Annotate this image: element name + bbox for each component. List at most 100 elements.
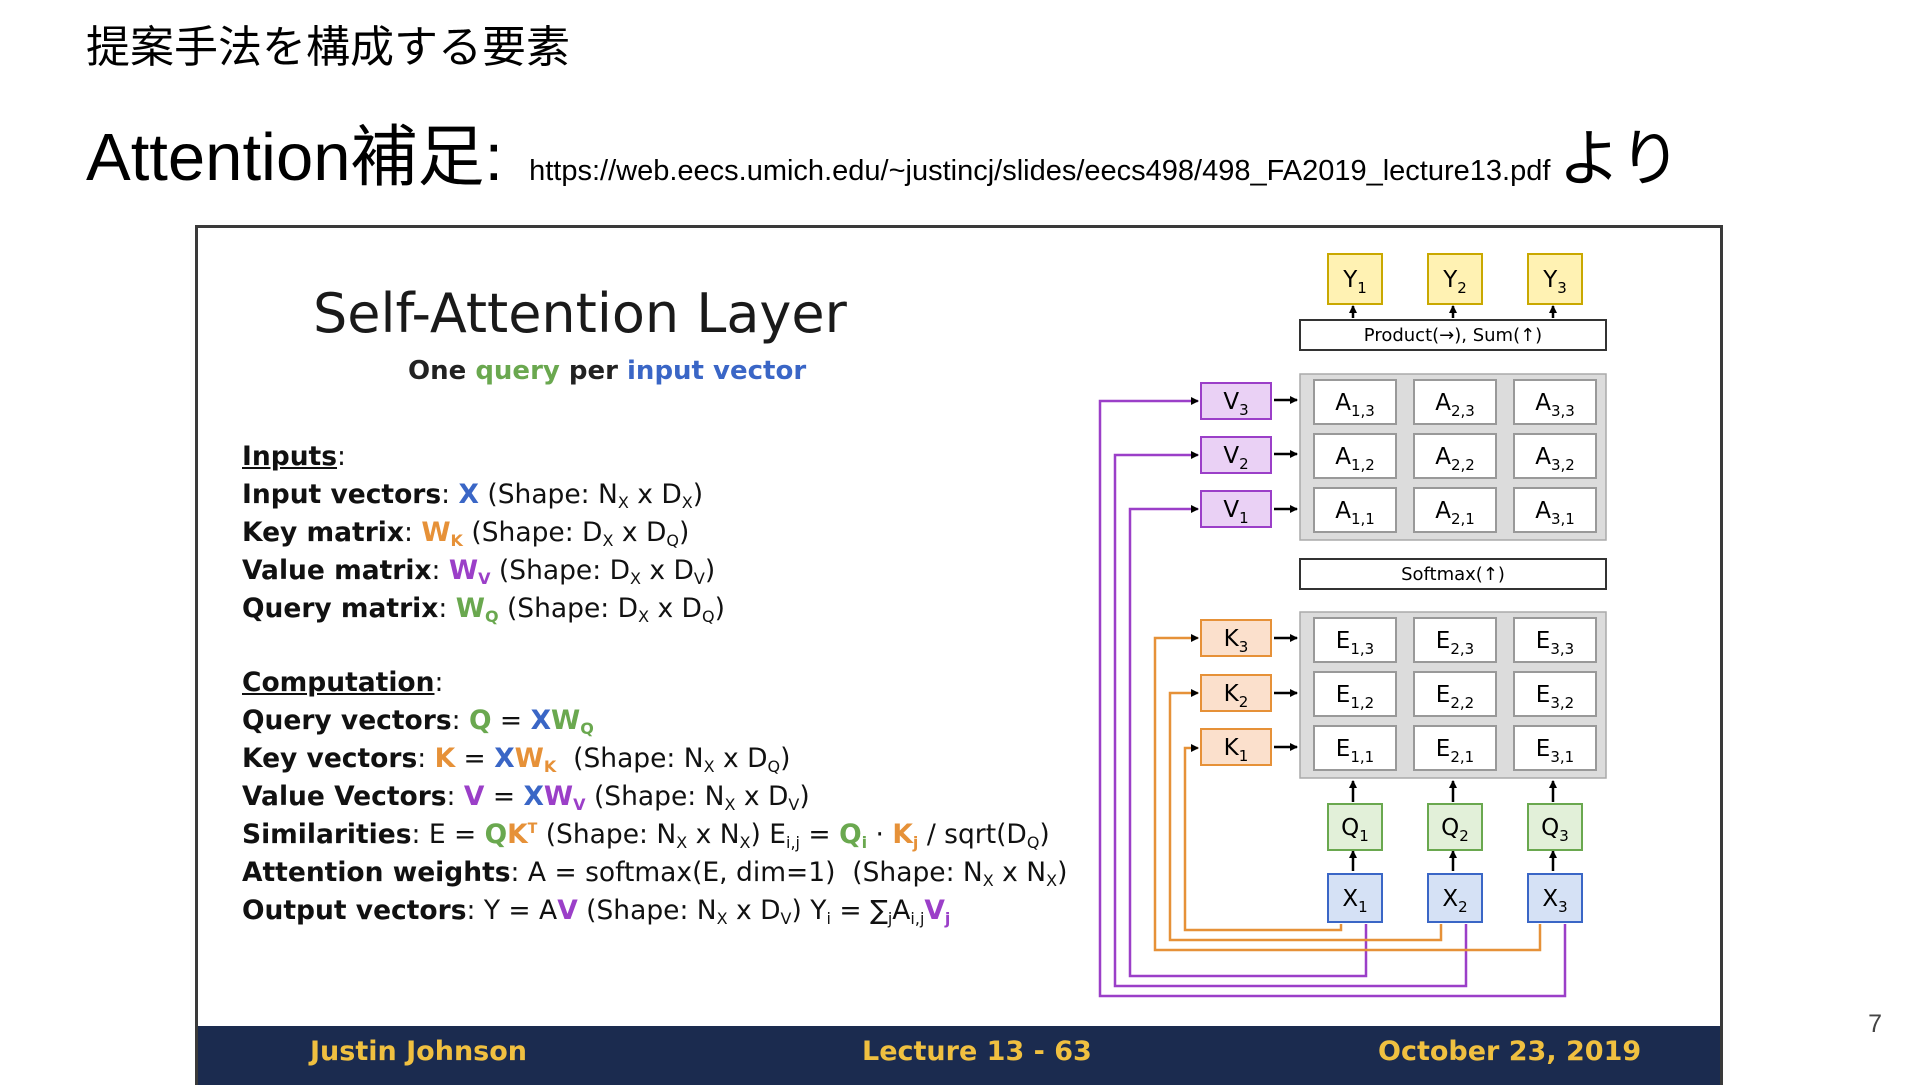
svg-text:X2: X2 — [1442, 886, 1467, 916]
attention-weight-cell: A3,1 — [1513, 487, 1597, 533]
svg-text:A1,1: A1,1 — [1335, 498, 1375, 528]
svg-text:E3,3: E3,3 — [1536, 628, 1574, 658]
value-cell-V3: V3 — [1200, 382, 1272, 420]
section-title: 提案手法を構成する要素 — [86, 22, 570, 73]
similarity-cell: E3,2 — [1513, 671, 1597, 717]
def-value-matrix: Value matrix: WV (Shape: DX x DV) — [242, 555, 716, 588]
similarity-cell: E1,3 — [1313, 617, 1397, 663]
def-similarities: Similarities: E = QKT (Shape: NX x NX) E… — [242, 819, 1050, 852]
svg-text:K1: K1 — [1224, 735, 1249, 765]
attention-weight-cell: A3,2 — [1513, 433, 1597, 479]
source-url-link[interactable]: https://web.eecs.umich.edu/~justincj/sli… — [529, 155, 1551, 187]
footer-lecture: Lecture 13 - 63 — [862, 1036, 1092, 1067]
slide-footer: Justin Johnson Lecture 13 - 63 October 2… — [198, 1026, 1720, 1085]
svg-text:X3: X3 — [1542, 886, 1567, 916]
product-sum-box — [1299, 319, 1607, 351]
svg-text:E3,1: E3,1 — [1536, 736, 1574, 766]
output-cell-3: Y3 — [1527, 253, 1583, 305]
attention-weight-cell: A2,1 — [1413, 487, 1497, 533]
similarity-cell: E1,2 — [1313, 671, 1397, 717]
inputs-list: Inputs: Input vectors: X (Shape: NX x DX… — [242, 438, 725, 628]
input-cell-2: X2 — [1427, 873, 1483, 923]
similarity-cell: E2,1 — [1413, 725, 1497, 771]
input-cell-3: X3 — [1527, 873, 1583, 923]
svg-text:A3,3: A3,3 — [1535, 390, 1575, 420]
output-cell-2: Y2 — [1427, 253, 1483, 305]
attention-weight-cell: A1,3 — [1313, 379, 1397, 425]
svg-text:Y3: Y3 — [1542, 267, 1567, 297]
query-cell-1: Q1 — [1327, 803, 1383, 851]
softmax-label: Softmax(↑) — [1401, 564, 1505, 585]
svg-text:E1,1: E1,1 — [1336, 736, 1374, 766]
svg-text:A2,1: A2,1 — [1435, 498, 1475, 528]
embedded-lecture-slide: Self-Attention Layer One query per input… — [195, 225, 1723, 1085]
svg-text:A3,2: A3,2 — [1535, 444, 1575, 474]
slide-subtitle: One query per input vector — [408, 356, 806, 386]
svg-text:Y2: Y2 — [1442, 267, 1467, 297]
input-cell-1: X1 — [1327, 873, 1383, 923]
subtitle-query: query — [475, 356, 560, 386]
svg-text:Q2: Q2 — [1441, 815, 1469, 845]
product-sum-label: Product(→), Sum(↑) — [1364, 325, 1542, 346]
def-key-matrix: Key matrix: WK (Shape: DX x DQ) — [242, 517, 690, 550]
def-value-vectors: Value Vectors: V = XWV (Shape: NX x DV) — [242, 781, 810, 814]
value-feed-lines — [1098, 397, 1567, 998]
def-query-vectors: Query vectors: Q = XWQ — [242, 705, 594, 738]
similarity-cell: E2,2 — [1413, 671, 1497, 717]
svg-text:Q3: Q3 — [1541, 815, 1569, 845]
query-cell-2: Q2 — [1427, 803, 1483, 851]
computation-list: Computation: Query vectors: Q = XWQ Key … — [242, 664, 1067, 930]
svg-text:K2: K2 — [1224, 681, 1249, 711]
svg-text:E3,2: E3,2 — [1536, 682, 1574, 712]
value-cell-V1: V1 — [1200, 490, 1272, 528]
svg-text:A2,2: A2,2 — [1435, 444, 1475, 474]
attention-weight-cell: A1,1 — [1313, 487, 1397, 533]
svg-text:E2,1: E2,1 — [1436, 736, 1474, 766]
attention-weight-cell: A1,2 — [1313, 433, 1397, 479]
def-output-vectors: Output vectors: Y = AV (Shape: NX x DV) … — [242, 895, 951, 928]
svg-text:E2,3: E2,3 — [1436, 628, 1474, 658]
def-key-vectors: Key vectors: K = XWK (Shape: NX x DQ) — [242, 743, 791, 776]
svg-text:E1,2: E1,2 — [1336, 682, 1374, 712]
svg-text:E1,3: E1,3 — [1336, 628, 1374, 658]
key-cell-K3: K3 — [1200, 619, 1272, 657]
slide-title: Self-Attention Layer — [313, 282, 847, 345]
svg-text:A3,1: A3,1 — [1535, 498, 1575, 528]
svg-text:V3: V3 — [1223, 389, 1248, 419]
similarity-cell: E3,1 — [1513, 725, 1597, 771]
svg-text:Q1: Q1 — [1341, 815, 1369, 845]
svg-text:A1,3: A1,3 — [1335, 390, 1375, 420]
svg-text:A1,2: A1,2 — [1335, 444, 1375, 474]
softmax-box — [1299, 558, 1607, 590]
query-cell-3: Q3 — [1527, 803, 1583, 851]
similarity-cell: E3,3 — [1513, 617, 1597, 663]
key-feed-lines — [1153, 634, 1542, 952]
computation-header: Computation: — [242, 667, 444, 698]
attention-weight-cell: A2,2 — [1413, 433, 1497, 479]
svg-text:Y1: Y1 — [1342, 267, 1367, 297]
svg-text:A2,3: A2,3 — [1435, 390, 1475, 420]
slide-heading: Attention補足: https://web.eecs.umich.edu/~… — [86, 108, 1682, 195]
page-number: 7 — [1868, 1010, 1882, 1038]
heading-suffix: より — [1558, 122, 1682, 195]
svg-text:V1: V1 — [1223, 497, 1248, 527]
subtitle-part: One — [408, 356, 476, 386]
subtitle-input-vector: input vector — [627, 356, 807, 386]
value-cell-V2: V2 — [1200, 436, 1272, 474]
subtitle-part: per — [559, 356, 628, 386]
def-attention-weights: Attention weights: A = softmax(E, dim=1)… — [242, 857, 1068, 890]
def-query-matrix: Query matrix: WQ (Shape: DX x DQ) — [242, 593, 725, 626]
key-cell-K1: K1 — [1200, 728, 1272, 766]
def-input-vectors: Input vectors: X (Shape: NX x DX) — [242, 479, 704, 512]
attention-weight-cell: A2,3 — [1413, 379, 1497, 425]
footer-author: Justin Johnson — [310, 1036, 528, 1067]
svg-text:E2,2: E2,2 — [1436, 682, 1474, 712]
svg-text:K3: K3 — [1224, 626, 1249, 656]
output-cell-1: Y1 — [1327, 253, 1383, 305]
inputs-header: Inputs: — [242, 441, 346, 472]
svg-text:X1: X1 — [1342, 886, 1367, 916]
heading-prefix: Attention補足: — [86, 120, 504, 195]
similarity-cell: E1,1 — [1313, 725, 1397, 771]
footer-date: October 23, 2019 — [1378, 1036, 1642, 1067]
